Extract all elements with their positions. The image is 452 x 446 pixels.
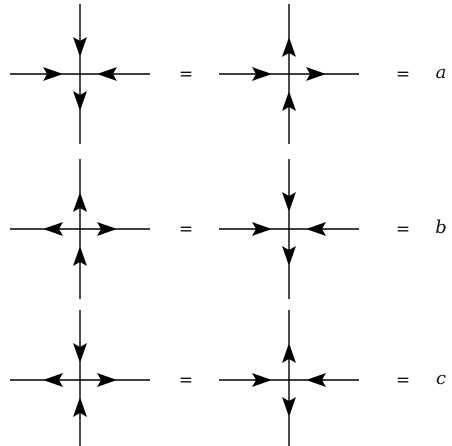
arrow-top-in — [282, 192, 296, 212]
arrow-bottom-in — [73, 397, 87, 417]
arrow-right-in — [306, 222, 326, 236]
arrow-left-in — [252, 67, 272, 81]
arrow-bottom-out — [282, 397, 296, 417]
vertex-row-1-config-1 — [10, 4, 150, 144]
arrow-right-in — [306, 373, 326, 387]
arrow-top-out — [73, 192, 87, 212]
equals-sign: = — [179, 220, 193, 240]
arrow-bottom-out — [73, 91, 87, 111]
arrow-right-in — [97, 67, 117, 81]
weight-label: b — [435, 217, 447, 238]
arrow-right-out — [97, 222, 117, 236]
equals-sign: = — [396, 220, 410, 240]
arrow-left-in — [252, 373, 272, 387]
arrow-top-in — [73, 37, 87, 57]
vertex-row-3-config-2 — [219, 310, 359, 446]
arrow-left-out — [43, 373, 63, 387]
equals-sign: = — [396, 65, 410, 85]
arrow-right-out — [97, 373, 117, 387]
vertex-row-1-config-2 — [219, 4, 359, 144]
arrow-top-in — [73, 343, 87, 363]
equals-sign: = — [396, 371, 410, 391]
arrow-left-in — [43, 67, 63, 81]
vertex-row-2-config-2 — [219, 159, 359, 299]
arrow-bottom-out — [282, 246, 296, 266]
equals-sign: = — [179, 65, 193, 85]
weight-label: a — [436, 62, 447, 83]
weight-label: c — [436, 368, 446, 389]
arrow-bottom-in — [282, 91, 296, 111]
arrow-right-out — [306, 67, 326, 81]
arrow-top-out — [282, 37, 296, 57]
equals-sign: = — [179, 371, 193, 391]
vertex-row-3-config-1 — [10, 310, 150, 446]
vertex-rows: = = a = = b = = c — [10, 4, 447, 446]
arrow-top-out — [282, 343, 296, 363]
arrow-bottom-in — [73, 246, 87, 266]
arrow-left-out — [43, 222, 63, 236]
vertex-row-2-config-1 — [10, 159, 150, 299]
arrow-left-in — [252, 222, 272, 236]
